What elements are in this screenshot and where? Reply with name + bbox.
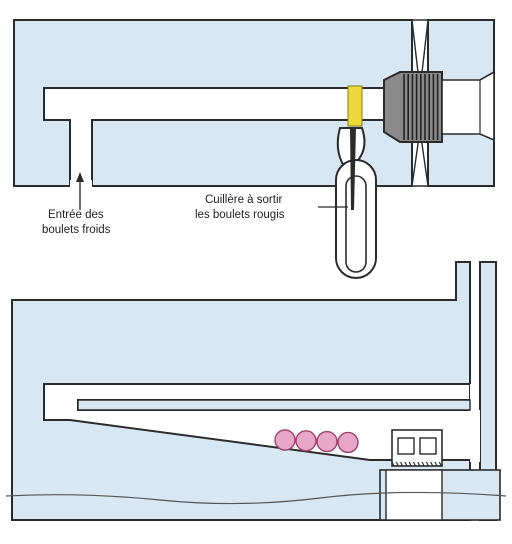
vent-slat: [438, 461, 442, 467]
vent-slat: [425, 461, 429, 467]
heated-bar: [347, 85, 363, 127]
coil-mechanism: [383, 70, 495, 143]
extraction-spoon: [335, 127, 377, 279]
vent-slat: [408, 461, 412, 467]
vent-slat: [430, 461, 434, 467]
spoon-label-line2: les boulets rougis: [195, 209, 285, 221]
vent-slat: [391, 461, 395, 467]
spoon-label-line1: Cuillère à sortir: [205, 194, 283, 206]
cold-entry-label-line2: boulets froids: [42, 224, 111, 236]
vent-slat: [412, 461, 417, 467]
vent-slat: [400, 461, 404, 467]
vent-slat: [434, 461, 438, 467]
vent-slat: [417, 461, 421, 467]
vent-slat: [395, 461, 399, 467]
top-view-plan: [13, 19, 495, 279]
ground-line: [5, 491, 507, 505]
bottom-mechanism: [379, 429, 501, 521]
cannonball: [337, 431, 359, 454]
cannonballs: [274, 429, 359, 454]
cannonball: [316, 430, 338, 453]
cannonball: [274, 429, 296, 451]
bottom-view-section: [5, 261, 507, 521]
vent-slat: [404, 461, 408, 467]
cannonball: [295, 430, 317, 452]
cold-entry-label-line1: Entrée des: [48, 209, 104, 221]
vent-slat: [421, 461, 425, 467]
